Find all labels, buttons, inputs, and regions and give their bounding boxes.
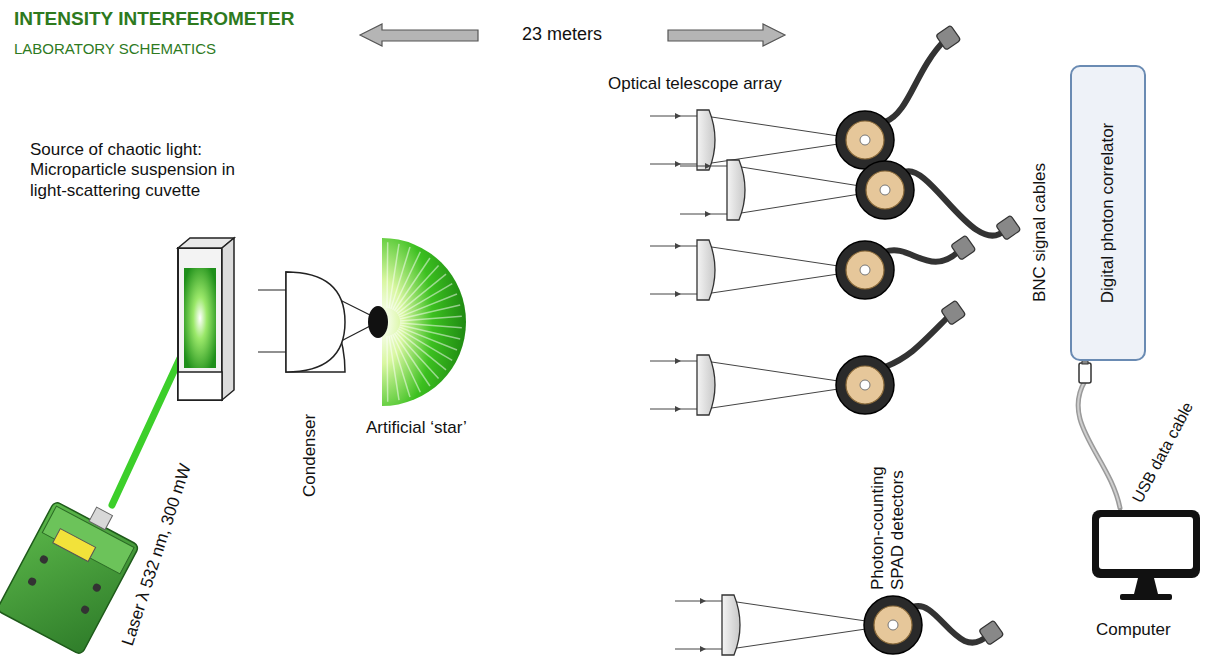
circle-shape <box>836 356 894 414</box>
label: Source of chaotic light: Microparticle s… <box>30 140 265 201</box>
path-shape <box>1134 578 1158 594</box>
rect-shape <box>951 235 976 260</box>
line-shape <box>399 294 457 317</box>
line-shape <box>398 329 452 361</box>
circle-shape <box>888 620 898 630</box>
label: Optical telescope array <box>608 74 782 94</box>
polygon-shape <box>360 24 478 46</box>
circle-shape <box>91 582 102 593</box>
path-shape <box>885 315 950 367</box>
line-shape <box>680 214 710 215</box>
line-shape <box>650 361 680 362</box>
circle-shape <box>856 161 914 219</box>
circle-shape <box>860 135 870 145</box>
path-shape <box>885 250 960 262</box>
path-shape <box>1078 381 1120 508</box>
label: Photon-counting SPAD detectors <box>868 440 909 590</box>
line-shape <box>650 116 680 117</box>
circle-shape <box>866 171 904 209</box>
rect-shape <box>178 248 222 400</box>
line-shape <box>680 166 710 167</box>
line-shape <box>650 164 680 165</box>
correlator-box: Digital photon correlator <box>1070 65 1146 361</box>
line-shape <box>394 258 430 311</box>
label: Condenser <box>300 414 320 497</box>
circle-shape <box>860 265 870 275</box>
rect-shape <box>1092 510 1200 578</box>
circle-shape <box>864 596 922 654</box>
circle-shape <box>880 185 890 195</box>
circle-shape <box>874 606 912 644</box>
circle-shape <box>860 380 870 390</box>
node-text: Computer <box>1096 620 1171 640</box>
path-shape <box>697 355 715 415</box>
g-shape <box>650 25 1021 655</box>
path-shape <box>905 171 1005 235</box>
computer-node: Computer <box>1090 508 1204 654</box>
circle-shape <box>846 251 884 289</box>
line-shape <box>675 649 705 650</box>
path-shape <box>885 40 945 122</box>
rect-shape <box>42 506 134 574</box>
g-shape <box>387 242 462 402</box>
path-shape <box>722 595 740 655</box>
circle-shape <box>836 241 894 299</box>
line-shape <box>650 409 680 410</box>
line-shape <box>386 242 388 308</box>
path-shape <box>697 240 715 300</box>
rect-shape <box>996 215 1021 240</box>
line-shape <box>650 294 680 295</box>
rect-shape <box>979 620 1004 645</box>
line-shape <box>397 330 446 370</box>
line-shape <box>396 265 439 312</box>
path-shape <box>913 606 988 643</box>
rect-shape <box>184 268 216 368</box>
label: USB data cable <box>1128 399 1197 506</box>
line-shape <box>650 246 680 247</box>
label: LABORATORY SCHEMATICS <box>14 40 216 58</box>
line-shape <box>394 333 430 386</box>
line-shape <box>675 601 705 602</box>
path-shape <box>697 110 715 170</box>
rect-shape <box>89 507 112 530</box>
circle-shape <box>80 604 91 615</box>
circle-shape <box>38 554 49 565</box>
path-shape <box>727 160 745 220</box>
circle-shape <box>846 366 884 404</box>
usb-cable <box>1078 357 1120 508</box>
rect-shape <box>0 501 139 656</box>
path-shape <box>286 272 345 372</box>
ellipse-shape <box>368 306 388 338</box>
line-shape <box>400 325 460 339</box>
label: Artificial ‘star’ <box>366 418 467 438</box>
label: BNC signal cables <box>1030 163 1050 302</box>
rect-shape <box>941 300 966 325</box>
circle-shape <box>846 121 884 159</box>
rect-shape <box>53 529 96 562</box>
rect-shape <box>1079 363 1091 383</box>
path-shape <box>1078 381 1120 508</box>
line-shape <box>400 316 462 321</box>
node-text: Digital photon correlator <box>1098 123 1118 303</box>
circle-shape <box>27 576 38 587</box>
line-shape <box>386 336 388 402</box>
path-shape <box>286 272 345 372</box>
path-shape <box>382 238 466 406</box>
rect-shape <box>1099 517 1193 569</box>
monitor-icon <box>1090 508 1202 604</box>
rect-shape <box>1120 594 1172 600</box>
rect-shape <box>936 25 961 50</box>
rect-shape <box>178 372 222 400</box>
polygon-shape <box>668 24 785 46</box>
label: 23 meters <box>522 24 602 46</box>
polygon-shape <box>222 238 234 400</box>
line-shape <box>389 336 399 400</box>
title: INTENSITY INTERFEROMETER <box>14 8 294 31</box>
